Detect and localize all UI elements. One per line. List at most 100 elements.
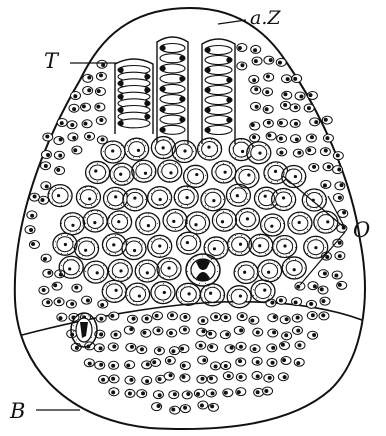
- small-cell: [179, 326, 189, 334]
- small-cell: [220, 331, 230, 339]
- small-cell: [98, 300, 108, 308]
- large-cell: [101, 141, 125, 163]
- small-cell: [295, 92, 305, 100]
- small-cell: [208, 344, 218, 352]
- small-cell: [294, 358, 304, 366]
- small-cell: [95, 103, 105, 111]
- small-cell: [253, 328, 263, 336]
- small-cell: [264, 374, 274, 382]
- small-cell: [109, 312, 119, 320]
- small-cell: [206, 330, 216, 338]
- small-cell: [108, 343, 118, 351]
- small-cell: [309, 164, 319, 172]
- large-cell: [177, 232, 201, 254]
- small-cell: [295, 341, 305, 349]
- small-cell: [249, 316, 259, 324]
- small-cell: [263, 119, 273, 127]
- small-cell: [67, 121, 77, 129]
- large-cell: [84, 261, 108, 283]
- large-cell: [186, 212, 210, 234]
- large-cell: [163, 209, 187, 231]
- small-cell: [268, 329, 278, 337]
- small-cell: [293, 149, 303, 157]
- small-cell: [126, 343, 136, 351]
- small-cell: [250, 134, 260, 142]
- large-cell: [158, 160, 182, 182]
- large-cell: [135, 260, 159, 282]
- large-cell: [122, 238, 146, 260]
- small-cell: [249, 75, 259, 83]
- small-cell: [263, 387, 273, 395]
- small-cell: [124, 326, 134, 334]
- large-cell: [261, 214, 285, 236]
- small-cell: [252, 357, 262, 365]
- small-cell: [306, 147, 316, 155]
- small-cell: [52, 282, 62, 290]
- small-cell: [333, 152, 343, 160]
- large-cell: [302, 189, 326, 211]
- small-cell: [179, 345, 189, 353]
- large-cell: [53, 233, 77, 255]
- small-cell: [66, 300, 76, 308]
- small-cell: [290, 104, 300, 112]
- small-cell: [27, 211, 37, 219]
- large-cell: [200, 284, 224, 306]
- small-cell: [223, 372, 233, 380]
- large-cell: [157, 258, 181, 280]
- small-cell: [322, 116, 332, 124]
- small-cell: [54, 151, 64, 159]
- small-cell: [276, 296, 286, 304]
- small-cell: [254, 388, 264, 396]
- small-cell: [277, 148, 287, 156]
- small-cell: [267, 358, 277, 366]
- large-cell: [110, 163, 134, 185]
- small-cell: [206, 389, 216, 397]
- small-cell: [42, 299, 52, 307]
- small-cell: [236, 373, 246, 381]
- small-cell: [304, 104, 314, 112]
- small-cell: [306, 134, 316, 142]
- large-cell: [148, 235, 172, 257]
- small-cell: [167, 329, 177, 337]
- large-cell: [151, 137, 175, 159]
- large-cell: [273, 235, 297, 257]
- small-cell: [198, 356, 208, 364]
- small-cell: [307, 91, 317, 99]
- small-cell: [96, 72, 106, 80]
- large-cell: [235, 208, 259, 230]
- large-cell: [174, 186, 198, 208]
- small-cell: [308, 331, 318, 339]
- small-cell: [182, 391, 192, 399]
- small-cell: [234, 326, 244, 334]
- small-cell: [197, 375, 207, 383]
- small-cell: [223, 389, 233, 397]
- small-cell: [281, 356, 291, 364]
- large-cell: [136, 213, 160, 235]
- small-cell: [82, 296, 92, 304]
- small-cell: [71, 92, 81, 100]
- small-cell: [170, 406, 180, 414]
- large-cell: [108, 211, 132, 233]
- small-cell: [266, 132, 276, 140]
- small-cell: [290, 119, 300, 127]
- small-cell: [85, 132, 95, 140]
- small-cell: [251, 45, 261, 53]
- small-cell: [308, 282, 318, 290]
- small-cell: [81, 103, 91, 111]
- large-cell: [61, 213, 85, 235]
- small-cell: [276, 58, 286, 66]
- small-cell: [96, 314, 106, 322]
- small-cell: [307, 312, 317, 320]
- large-cell: [258, 260, 282, 282]
- small-cell: [169, 347, 179, 355]
- large-cell: [102, 280, 126, 302]
- small-cell: [292, 314, 302, 322]
- small-cell: [82, 120, 92, 128]
- small-cell: [164, 372, 174, 380]
- large-cell: [108, 259, 132, 281]
- small-cell: [282, 91, 292, 99]
- small-cell: [180, 405, 190, 413]
- small-cell: [211, 362, 221, 370]
- small-cell: [292, 75, 302, 83]
- small-cell: [153, 391, 163, 399]
